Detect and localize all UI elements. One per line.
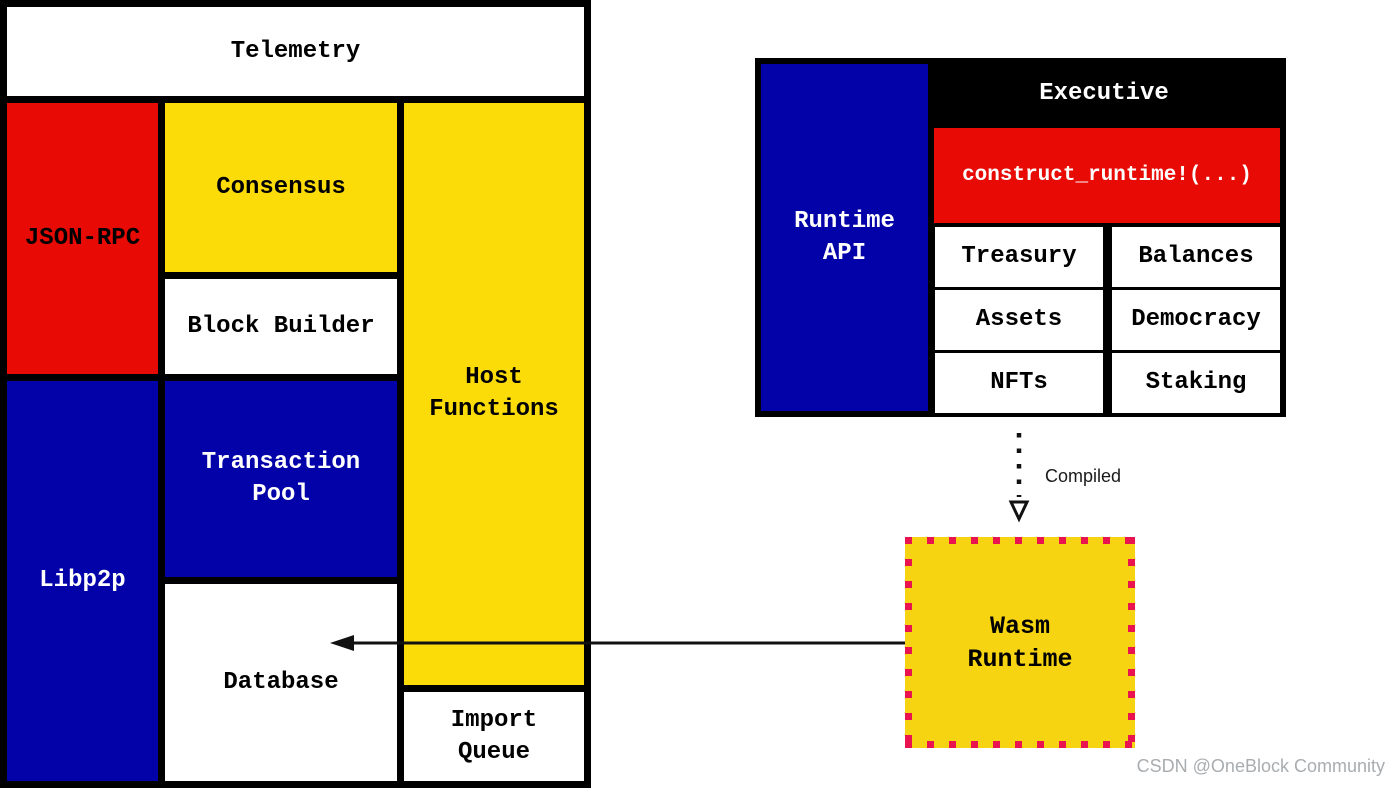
consensus-label: Consensus <box>216 173 346 201</box>
wasm-runtime-box: Wasm Runtime <box>905 537 1135 748</box>
pallet-treasury: Treasury <box>935 227 1103 287</box>
construct-runtime-label: construct_runtime!(...) <box>962 163 1252 187</box>
import-queue-box: Import Queue <box>404 692 584 781</box>
compiled-label: Compiled <box>1045 466 1122 486</box>
telemetry-box: Telemetry <box>7 7 584 96</box>
pallet-assets: Assets <box>935 290 1103 350</box>
watermark-text: CSDN @OneBlock Community <box>1136 756 1385 776</box>
host-functions-label: Host Functions <box>429 364 559 423</box>
block-builder-label: Block Builder <box>187 312 375 340</box>
telemetry-label: Telemetry <box>230 37 361 65</box>
database-box: Database <box>165 584 397 781</box>
consensus-box: Consensus <box>165 103 397 272</box>
pallet-treasury-label: Treasury <box>961 243 1077 271</box>
libp2p-label: Libp2p <box>39 567 126 595</box>
host-functions-box: Host Functions <box>404 103 584 685</box>
executive-header: Executive <box>928 64 1280 124</box>
wasm-dotted-border-left <box>905 537 912 748</box>
wasm-dotted-border-top <box>905 537 1135 544</box>
pallet-staking: Staking <box>1112 353 1280 413</box>
runtime-api-label: Runtime API <box>794 207 895 267</box>
transaction-pool-label: Transaction Pool <box>201 449 361 508</box>
runtime-panel: Runtime API Executive construct_runtime!… <box>755 58 1286 417</box>
pallet-nfts-label: NFTs <box>990 369 1048 397</box>
libp2p-box: Libp2p <box>7 381 158 781</box>
node-architecture-panel: Telemetry JSON-RPC Consensus Block Build… <box>0 0 591 788</box>
pallet-balances-label: Balances <box>1138 243 1254 271</box>
pallet-balances: Balances <box>1112 227 1280 287</box>
runtime-api-box: Runtime API <box>761 64 928 411</box>
pallet-democracy: Democracy <box>1112 290 1280 350</box>
pallet-staking-label: Staking <box>1145 369 1247 397</box>
executive-label: Executive <box>1039 80 1169 108</box>
json-rpc-box: JSON-RPC <box>7 103 158 374</box>
pallet-democracy-label: Democracy <box>1131 306 1261 334</box>
import-queue-label: Import Queue <box>450 706 538 766</box>
wasm-dotted-border-bottom <box>905 741 1135 748</box>
compiled-arrow <box>1008 433 1030 523</box>
wasm-runtime-label: Wasm Runtime <box>967 611 1073 674</box>
pallet-assets-label: Assets <box>975 306 1063 334</box>
wasm-dotted-border-right <box>1128 537 1135 748</box>
pallet-nfts: NFTs <box>935 353 1103 413</box>
block-builder-box: Block Builder <box>165 279 397 374</box>
transaction-pool-box: Transaction Pool <box>165 381 397 577</box>
database-label: Database <box>223 668 339 696</box>
construct-runtime-box: construct_runtime!(...) <box>934 128 1280 223</box>
json-rpc-label: JSON-RPC <box>24 224 141 252</box>
